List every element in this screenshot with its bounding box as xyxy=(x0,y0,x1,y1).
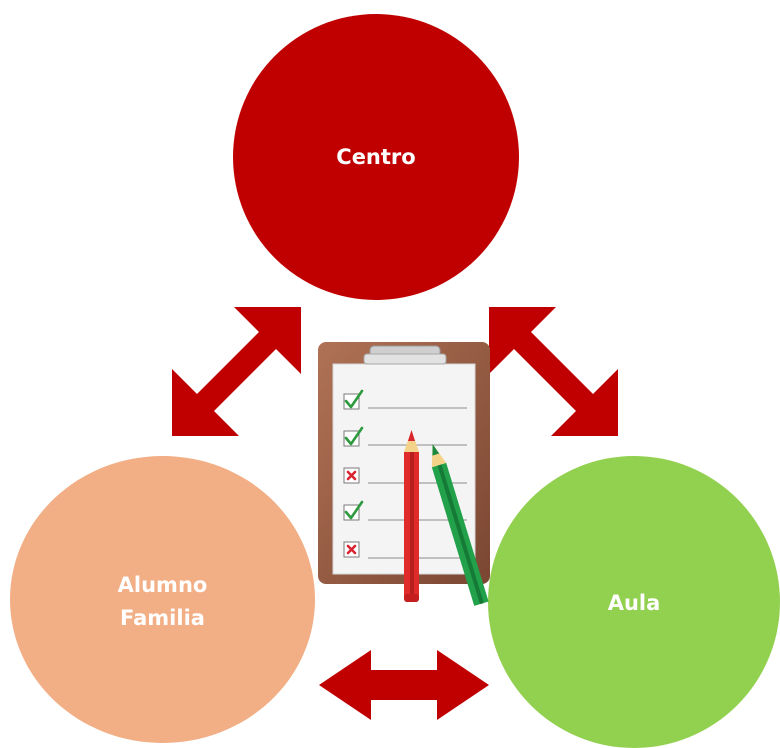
cross-mark-icon xyxy=(346,470,357,555)
node-alumno-label: Alumno xyxy=(117,572,208,597)
arrow-centro-alumno xyxy=(172,307,301,436)
arrow-alumno-aula xyxy=(319,650,489,720)
green-pencil-icon xyxy=(431,444,489,606)
arrow-centro-aula xyxy=(489,307,618,436)
node-aula: Aula xyxy=(488,456,780,748)
node-centro: Centro xyxy=(233,14,519,300)
check-mark-icon xyxy=(344,389,364,520)
node-aula-label: Aula xyxy=(607,590,661,615)
node-alumno-familia: Alumno Familia xyxy=(10,456,315,743)
node-familia-label: Familia xyxy=(120,605,205,630)
node-centro-label: Centro xyxy=(336,144,416,169)
red-pencil-icon xyxy=(404,430,419,602)
